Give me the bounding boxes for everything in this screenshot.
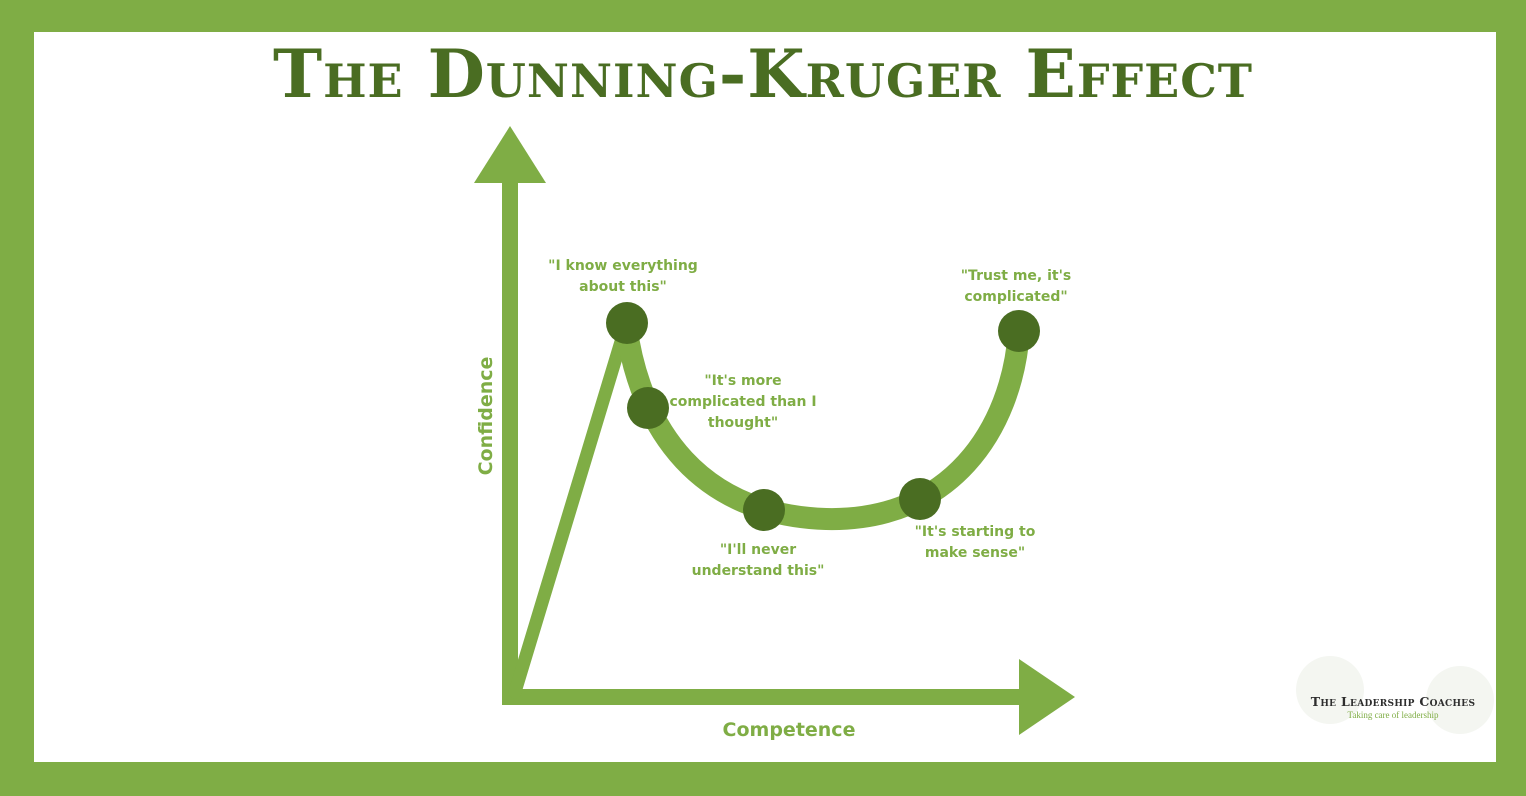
watermark-right-shape — [1426, 666, 1494, 734]
stage-label-5-line-2: complicated" — [964, 289, 1067, 305]
stage-label-1-line-2: about this" — [579, 279, 667, 295]
content-panel — [34, 32, 1496, 762]
rising-curve — [508, 318, 633, 699]
stage-label-2-line-2: complicated than I — [669, 394, 816, 410]
x-axis-label: Competence — [723, 719, 856, 741]
watermark-left-shape — [1296, 656, 1364, 724]
stage-point-5 — [998, 310, 1040, 352]
stage-label-4-line-1: "It's starting to — [915, 524, 1036, 540]
branding-logo: The Leadership Coaches Taking care of le… — [1290, 694, 1496, 720]
stage-label-3-line-2: understand this" — [692, 563, 825, 579]
y-axis-arrowhead — [474, 126, 546, 183]
stage-label-3-line-1: "I'll never — [720, 542, 796, 558]
stage-label-2-line-1: "It's more — [704, 373, 781, 389]
stage-point-2 — [627, 387, 669, 429]
page-title: The Dunning-Kruger Effect — [272, 35, 1254, 113]
stage-label-2-line-3: thought" — [708, 415, 778, 431]
stage-label-1-line-1: "I know everything — [548, 258, 698, 274]
y-axis-label: Confidence — [475, 357, 497, 476]
brand-tagline: Taking care of leadership — [1347, 710, 1439, 720]
x-axis-arrowhead — [1019, 659, 1075, 735]
confidence-curve — [615, 314, 1030, 531]
stage-point-1 — [606, 302, 648, 344]
stage-label-4-line-2: make sense" — [925, 545, 1025, 561]
stage-point-4 — [899, 478, 941, 520]
stage-label-5-line-1: "Trust me, it's — [961, 268, 1071, 284]
brand-name: The Leadership Coaches — [1310, 694, 1476, 709]
stage-point-3 — [743, 489, 785, 531]
